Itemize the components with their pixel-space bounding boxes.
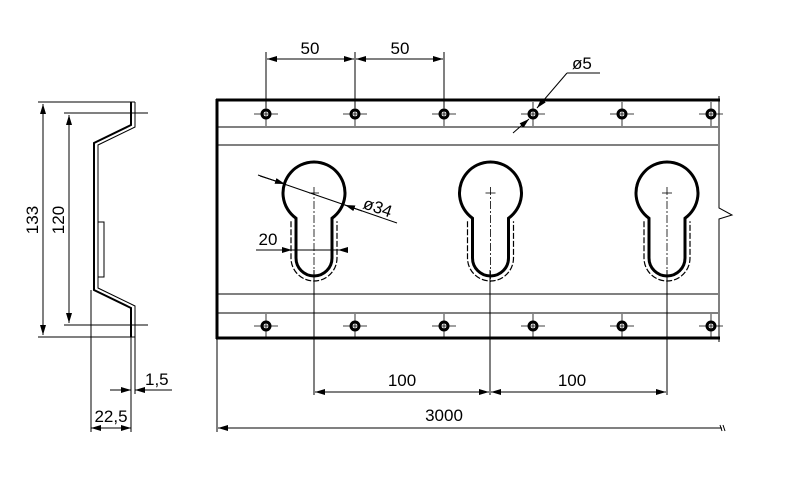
dim-label-pitch-1: 50 — [301, 39, 320, 58]
hole-circle — [527, 320, 539, 332]
mounting-hole — [254, 314, 278, 338]
keyhole — [458, 160, 523, 282]
mounting-hole — [699, 102, 723, 126]
leader-hole-diameter — [512, 118, 530, 134]
profile-outline — [93, 102, 132, 337]
dim-label-133: 133 — [23, 206, 42, 234]
keyhole-slots — [281, 160, 700, 282]
profile-tab — [97, 221, 105, 278]
mounting-hole — [521, 102, 545, 126]
hole-circle — [527, 108, 539, 120]
dim-arrow — [344, 204, 363, 212]
hole-circle — [705, 320, 717, 332]
hole-circle — [616, 108, 628, 120]
dim-label-slot-width: 20 — [259, 230, 278, 249]
dim-label-keyhole-diameter: ø34 — [361, 194, 395, 222]
front-view: 50 50 ø5 ø34 20 100 100 3000 — [215, 39, 734, 432]
dim-label-hole-diameter: ø5 — [572, 54, 592, 73]
keyhole-outline — [634, 160, 700, 278]
mounting-hole — [432, 102, 456, 126]
hole-circle — [349, 320, 361, 332]
keyhole-outline — [458, 160, 523, 278]
mounting-hole — [610, 102, 634, 126]
break-mark — [719, 424, 726, 432]
dim-arrow — [259, 175, 286, 185]
dim-label-thickness: 1,5 — [145, 370, 169, 389]
keyhole — [634, 160, 700, 282]
break-line — [718, 96, 734, 342]
dim-label-pitch-2: 50 — [391, 39, 410, 58]
mounting-hole — [521, 314, 545, 338]
dim-label-total-length: 3000 — [425, 406, 463, 425]
mounting-hole — [343, 314, 367, 338]
hole-circle — [260, 320, 272, 332]
hole-circle — [438, 320, 450, 332]
hole-circle — [260, 108, 272, 120]
hole-circle — [616, 320, 628, 332]
hole-circle — [438, 108, 450, 120]
mounting-hole — [432, 314, 456, 338]
mounting-holes — [254, 102, 723, 338]
mounting-hole — [610, 314, 634, 338]
keyhole — [281, 160, 347, 282]
profile-outline-inner — [97, 101, 136, 338]
dim-label-keyhole-pitch-2: 100 — [558, 371, 586, 390]
hole-circle — [349, 108, 361, 120]
leader-hole-diameter — [536, 72, 568, 109]
mounting-hole — [699, 314, 723, 338]
dim-label-keyhole-pitch-1: 100 — [388, 371, 416, 390]
dim-label-depth: 22,5 — [94, 407, 127, 426]
side-profile-view: 133 120 1,5 22,5 — [23, 101, 172, 432]
hole-circle — [705, 108, 717, 120]
dim-label-120: 120 — [49, 206, 68, 234]
